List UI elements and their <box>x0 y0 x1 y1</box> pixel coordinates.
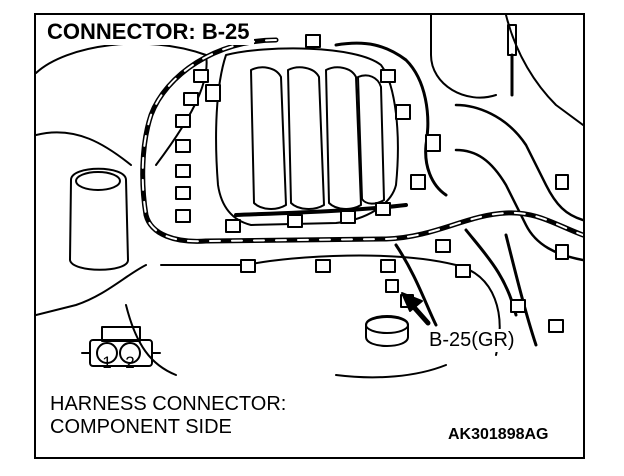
callout-arrow <box>401 292 431 326</box>
reservoir-cylinder <box>69 167 129 271</box>
figure-code: AK301898AG <box>448 426 549 443</box>
harness-connector-face <box>81 326 161 367</box>
connector-callout-label: B-25(GR) <box>426 329 518 352</box>
pin-label-1: 1 <box>102 353 112 372</box>
diagram-frame: CONNECTOR: B-25 B-25(GR) 1 2 HARNESS CON… <box>34 13 585 459</box>
intake-manifold <box>215 47 399 226</box>
diagram-title: CONNECTOR: B-25 <box>45 19 254 45</box>
pin-label-2: 2 <box>125 353 135 372</box>
sensor-probe <box>507 24 517 97</box>
oil-cap <box>365 315 409 347</box>
harness-connectors <box>175 34 569 333</box>
harness-caption-line-2: COMPONENT SIDE <box>50 416 232 438</box>
engine-bay-illustration <box>36 15 583 379</box>
harness-caption-line-1: HARNESS CONNECTOR: <box>50 393 287 415</box>
